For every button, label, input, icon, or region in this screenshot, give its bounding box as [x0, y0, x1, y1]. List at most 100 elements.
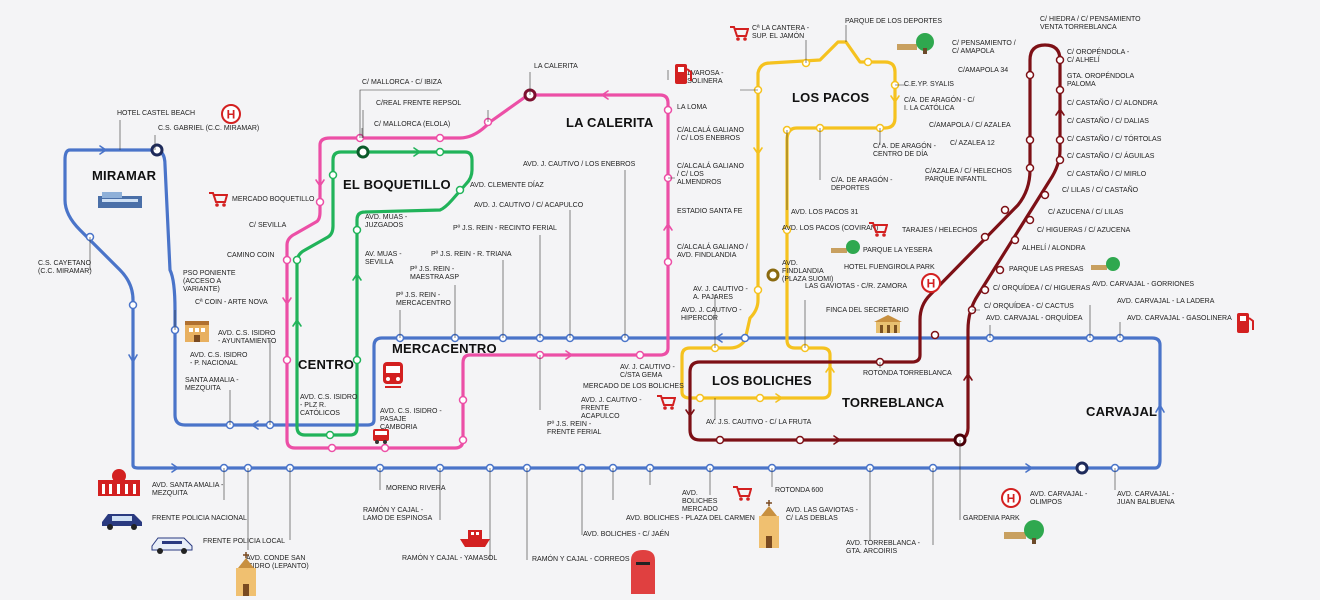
stop-label: ROTONDA 600 [775, 487, 824, 494]
train-icon [383, 362, 403, 388]
stop-label: Pº J.S. REIN - MERCACENTRO [396, 292, 451, 307]
hospital-icon: H [1001, 488, 1021, 508]
stop-label: C/ CASTAÑO / C/ ÁGUILAS [1067, 153, 1155, 160]
stop-label: C/ PENSAMIENTO / C/ AMAPOLA [952, 40, 1016, 55]
stop-label: Pº J.S. REIN - MAESTRA ASP [410, 266, 460, 281]
svg-text:H: H [1007, 492, 1016, 506]
stop-label: AVD. BOLICHES MERCADO [682, 490, 718, 513]
park-icon [897, 33, 934, 54]
zone-label-miramar: MIRAMAR [92, 168, 157, 183]
stop-label: C/ LILAS / C/ CASTAÑO [1062, 187, 1139, 194]
stop-label: TARAJES / HELECHOS [902, 227, 978, 234]
zone-label-mercacentro: MERCACENTRO [392, 341, 497, 356]
stop-label: AVD. MUAS - JUZGADOS [365, 214, 408, 229]
stop-label: C/ ORQUÍDEA / C/ HIGUERAS [993, 285, 1091, 292]
church-icon [759, 500, 779, 548]
stop-label: Pº J.S. REIN - R. TRIANA [431, 251, 512, 258]
stop-label: AVD. CARVAJAL - GASOLINERA [1127, 315, 1232, 322]
stop-label: C/ALCALÁ GALIANO / C/ LOS ALMENDROS [677, 163, 744, 186]
stop-label: Cª COIN - ARTE NOVA [195, 299, 268, 306]
farmhouse-icon [874, 315, 902, 333]
stop-label: C/ HIEDRA / C/ PENSAMIENTO Venta Torrebl… [1040, 16, 1141, 31]
stop-label: Pº J.S. REIN - FRENTE FERIAL [547, 421, 602, 436]
stop-markers [85, 55, 1125, 473]
stop-label: AVD. TORREBLANCA - GTA. ARCOIRIS [846, 540, 920, 555]
stop-label: AVD. J. CAUTIVO - FRENTE ACAPULCO [581, 397, 642, 420]
stop-label: Pº J.S. REIN - RECINTO FERIAL [453, 225, 557, 232]
park-icon [1004, 520, 1044, 544]
stop-label: ESTADIO SANTA FE [677, 208, 743, 215]
stop-label: AVD. CARVAJAL - GORRIONES [1092, 281, 1195, 288]
stop-label: AVD. J. CAUTIVO / C/ ACAPULCO [474, 202, 584, 209]
leader-lines [89, 25, 1121, 560]
stop-label: AVD. SANTA AMALIA - MEZQUITA [152, 482, 224, 497]
stop-label: C/REAL FRENTE REPSOL [376, 100, 462, 107]
stop-label: C/AMAPOLA 34 [958, 67, 1009, 74]
stop-label: ALHELÍ / ALONDRA [1022, 245, 1086, 252]
shopping-cart-icon [209, 192, 228, 207]
stop-label: RAMÓN Y CAJAL - YAMASOL [402, 555, 498, 562]
stop-label: AVD. LOS PACOS (COVIRAN) [782, 225, 879, 232]
stop-label: AV. MUAS - SEVILLA [365, 251, 402, 266]
yellow-route-line [680, 40, 897, 400]
stop-label: CAMINO COIN [227, 252, 275, 259]
stop-label: C/ AZUCENA / C/ LILAS [1048, 209, 1124, 216]
boat-icon [460, 530, 490, 547]
gas-station-icon [675, 64, 692, 84]
stop-label: FINCA DEL SECRETARIO [826, 307, 909, 314]
stop-label: AVD. BOLICHES - PLAZA DEL CARMEN [626, 515, 755, 522]
direction-arrows [99, 90, 1165, 473]
stop-label: AVD. C.S. ISIDRO - PLZ R. CATÓLICOS [300, 394, 358, 417]
stop-label: HOTEL FUENGIROLA PARK [844, 264, 935, 271]
stop-label: AVD. J. CAUTIVO / LOS ENEBROS [523, 161, 636, 168]
stop-label: AVD. CLEMENTE DÍAZ [470, 182, 544, 189]
shopping-cart-icon [869, 222, 888, 237]
stop-label: AVD. CARVAJAL - ORQUÍDEA [986, 315, 1083, 322]
government-building-icon [98, 469, 140, 496]
shopping-cart-icon [733, 486, 752, 501]
stop-label: AVD. CARVAJAL - JUAN BALBUENA [1117, 491, 1175, 506]
hospital-icon: H [221, 104, 241, 124]
stop-label: FRENTE POLICIA NACIONAL [152, 515, 247, 522]
stop-label: C/ALCALÁ GALIANO / C/ LOS ENEBROS [677, 127, 744, 142]
stop-label: C/AMAPOLA / C/ AZALEA [929, 122, 1011, 129]
zone-label-el-boquetillo: EL BOQUETILLO [343, 177, 451, 192]
stop-label: MALVAROSA - GASOLINERA [677, 70, 724, 85]
stop-label: LA CALERITA [534, 63, 578, 70]
stop-label: AVD. CARVAJAL - OLIMPOS [1030, 491, 1088, 506]
stop-label: C/ CASTAÑO / C/ TÓRTOLAS [1067, 136, 1162, 143]
police-car-icon [151, 537, 193, 554]
stop-label: AVD. CONDE SAN ISIDRO (LEPANTO) [246, 555, 309, 570]
hospital-icon: H [921, 273, 941, 293]
stop-label: AVD. LOS PACOS 31 [791, 209, 859, 216]
stop-label: C/A. DE ARAGÓN - C/ I. LA CATÓLICA [904, 97, 975, 112]
stop-label: C/ CASTAÑO / C/ MIRLO [1067, 171, 1147, 178]
stop-label: PARQUE LAS PRESAS [1009, 266, 1084, 273]
stop-label: AV. J. CAUTIVO - A. PAJARES [693, 286, 748, 301]
stop-label: C/A. DE ARAGÓN - DEPORTES [831, 177, 893, 192]
stop-label: C/ ORQUÍDEA - C/ CACTUS [984, 303, 1074, 310]
stop-label: AV. J.S. CAUTIVO - C/ LA FRUTA [706, 419, 812, 426]
police-car-icon [102, 514, 142, 530]
stop-label: C.S. CAYETANO (C.C. MIRAMAR) [38, 260, 92, 275]
stop-label: LA LOMA [677, 104, 707, 111]
stop-label: AVD. LAS GAVIOTAS - C/ LAS DEBLAS [786, 507, 858, 522]
church-icon [236, 552, 256, 596]
stop-label: AVD. C.S. ISIDRO - P. NACIONAL [190, 352, 248, 367]
stop-label: ROTONDA TORREBLANCA [863, 370, 952, 377]
green-route-line [295, 150, 474, 437]
svg-text:H: H [227, 108, 236, 122]
interchange-rings [150, 88, 1089, 475]
blue-route-line [63, 148, 1162, 470]
stop-label: LAS GAVIOTAS - C/R. ZAMORA [805, 283, 908, 290]
zone-label-la-calerita: LA CALERITA [566, 115, 654, 130]
zone-label-torreblanca: TORREBLANCA [842, 395, 945, 410]
stop-label: HOTEL CASTEL BEACH [117, 110, 196, 117]
stop-label: C/AZALEA / C/ HELECHOS PARQUE INFANTIL [925, 168, 1012, 183]
stop-label: C/ CASTAÑO / C/ DALIAS [1067, 118, 1149, 125]
park-icon [831, 240, 860, 254]
stop-label: C/ CASTAÑO / C/ ALONDRA [1067, 100, 1158, 107]
town-hall-icon [185, 321, 209, 342]
